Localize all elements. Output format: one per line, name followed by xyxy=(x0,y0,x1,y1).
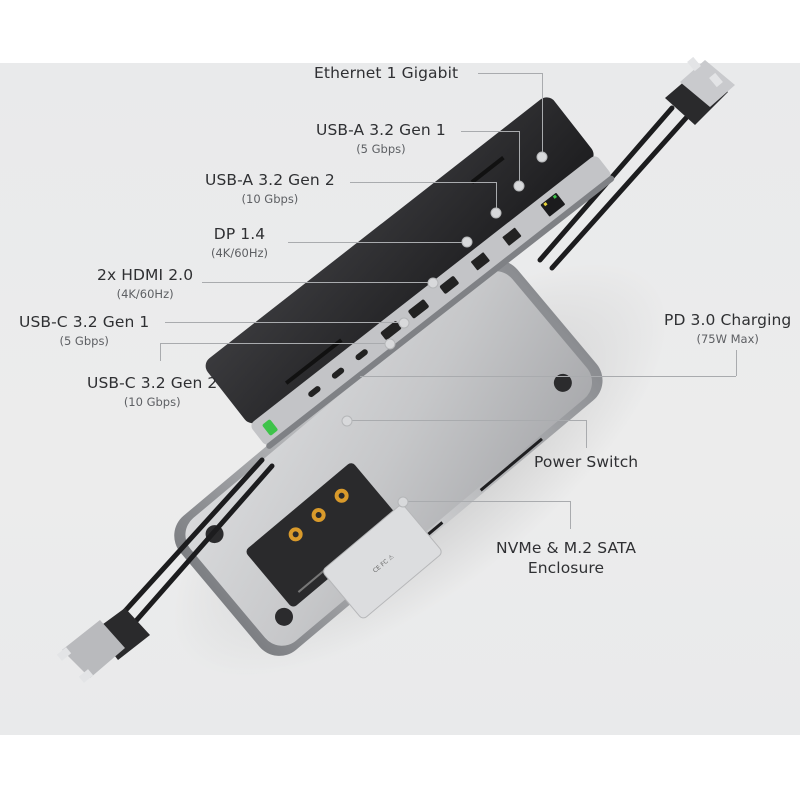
anchor-usb-c-gen1 xyxy=(398,317,410,329)
callout-dp: DP 1.4 (4K/60Hz) xyxy=(211,225,269,260)
anchor-usb-a-gen1 xyxy=(513,180,525,192)
callout-power: Power Switch xyxy=(534,453,639,471)
callout-usb-a-gen1-speed: (5 Gbps) xyxy=(356,141,406,156)
callout-pd-title: PD 3.0 Charging xyxy=(664,311,792,329)
callout-nvme-subtitle: Enclosure xyxy=(527,558,605,577)
callout-usb-a-gen2-speed: (10 Gbps) xyxy=(241,191,299,206)
leader-usb-a-gen2 xyxy=(350,182,496,183)
callout-usb-c-gen2: USB-C 3.2 Gen 2 (10 Gbps) xyxy=(87,374,218,409)
anchor-dp xyxy=(461,236,473,248)
callout-usb-a-gen2-title: USB-A 3.2 Gen 2 xyxy=(205,171,335,189)
anchor-ethernet xyxy=(536,151,548,163)
leader-usb-a-gen1-v xyxy=(519,131,520,183)
top-usb-c-connector xyxy=(665,56,735,125)
callout-pd-spec: (75W Max) xyxy=(696,331,759,346)
anchor-hdmi xyxy=(427,277,439,289)
callout-power-title: Power Switch xyxy=(534,453,639,471)
anchor-nvme xyxy=(397,496,409,508)
leader-usb-c-gen2-v xyxy=(160,343,161,361)
leader-nvme-v xyxy=(570,501,571,529)
leader-ethernet-v xyxy=(542,73,543,153)
callout-usb-a-gen2: USB-A 3.2 Gen 2 (10 Gbps) xyxy=(205,171,335,206)
leader-usb-a-gen1 xyxy=(461,131,519,132)
leader-pd xyxy=(360,376,736,377)
callout-usb-c-gen2-speed: (10 Gbps) xyxy=(123,394,181,409)
callout-nvme-title: NVMe & M.2 SATA xyxy=(496,539,637,557)
leader-nvme xyxy=(400,501,570,502)
bottom-usb-c-connector xyxy=(56,608,150,683)
anchor-usb-a-gen2 xyxy=(490,207,502,219)
leader-pd-v xyxy=(736,350,737,376)
callout-dp-spec: (4K/60Hz) xyxy=(211,245,269,260)
callout-hdmi: 2x HDMI 2.0 (4K/60Hz) xyxy=(97,266,194,301)
callout-dp-title: DP 1.4 xyxy=(213,225,266,243)
callout-ethernet-title: Ethernet 1 Gigabit xyxy=(314,64,459,82)
callout-usb-a-gen1: USB-A 3.2 Gen 1 (5 Gbps) xyxy=(316,121,446,156)
anchor-power xyxy=(341,415,353,427)
callout-usb-c-gen1-title: USB-C 3.2 Gen 1 xyxy=(19,313,150,331)
leader-dp xyxy=(288,242,464,243)
callout-pd: PD 3.0 Charging (75W Max) xyxy=(664,311,792,346)
callout-usb-c-gen2-title: USB-C 3.2 Gen 2 xyxy=(87,374,218,392)
leader-ethernet xyxy=(478,73,542,74)
callout-hdmi-spec: (4K/60Hz) xyxy=(116,286,174,301)
leader-hdmi xyxy=(202,282,430,283)
bottom-cable xyxy=(112,457,275,633)
leader-usb-c-gen2 xyxy=(160,343,390,344)
anchor-usb-c-gen2 xyxy=(384,338,396,350)
nvme-lid: CE FC ⚠ xyxy=(323,504,442,619)
callout-ethernet: Ethernet 1 Gigabit xyxy=(314,64,459,82)
callout-usb-a-gen1-title: USB-A 3.2 Gen 1 xyxy=(316,121,446,139)
leader-usb-a-gen2-v xyxy=(496,182,497,210)
leader-power xyxy=(347,420,587,421)
leader-usb-c-gen1 xyxy=(165,322,402,323)
callout-usb-c-gen1: USB-C 3.2 Gen 1 (5 Gbps) xyxy=(19,313,150,348)
leader-power-v xyxy=(586,420,587,448)
callout-nvme: NVMe & M.2 SATA Enclosure xyxy=(496,539,637,577)
callout-hdmi-title: 2x HDMI 2.0 xyxy=(97,266,194,284)
callout-usb-c-gen1-speed: (5 Gbps) xyxy=(59,333,109,348)
nvme-bay xyxy=(246,463,398,607)
